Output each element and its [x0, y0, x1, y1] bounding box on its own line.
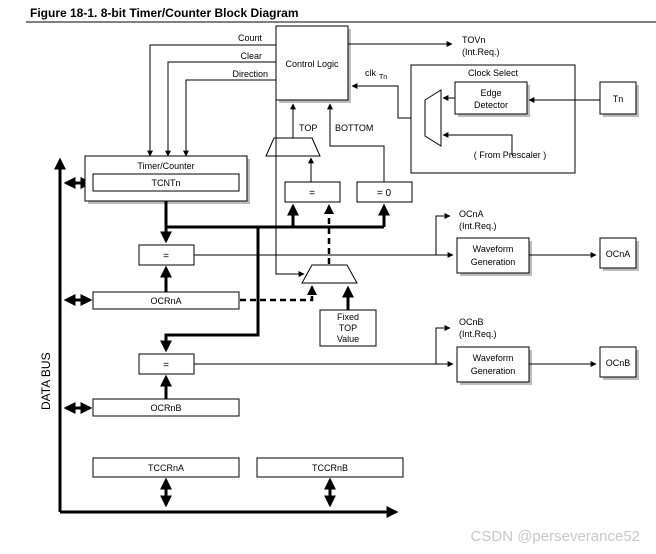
clear-line: [165, 61, 276, 157]
timer-counter-title: Timer/Counter: [137, 161, 194, 171]
control-logic-block: [275, 25, 349, 101]
ocnB-int-label: OCnB: [459, 317, 484, 327]
clk-label: clk: [365, 68, 376, 78]
ocra-register: [92, 291, 240, 310]
tcnt-to-cmp-b: [160, 227, 260, 353]
clear-label: Clear: [240, 51, 262, 61]
fixed-top-line1: Fixed: [337, 312, 359, 322]
data-bus-label: DATA BUS: [39, 352, 53, 410]
top-label: TOP: [299, 123, 317, 133]
edge-detector-line2: Detector: [474, 100, 508, 110]
bottom-to-control-line: [327, 103, 385, 182]
ocnB-int-sub: (Int.Req.): [459, 329, 497, 339]
waveform-a-line2: Generation: [471, 257, 516, 267]
tccra-label: TCCRnA: [148, 463, 184, 473]
direction-label: Direction: [232, 69, 268, 79]
bottom-label: BOTTOM: [335, 123, 373, 133]
control-logic-label: Control Logic: [285, 59, 339, 69]
ocra-to-mux-dashed: [240, 285, 317, 302]
cmp-a-int-line: [435, 213, 451, 255]
watermark-text: CSDN @perseverance52: [471, 528, 640, 545]
tccrb-label: TCCRnB: [312, 463, 348, 473]
waveform-b-line1: Waveform: [473, 353, 514, 363]
waveform-b-block: [456, 346, 530, 383]
mux-select-arrow: [275, 255, 305, 277]
cmp-b-int-line: [435, 325, 451, 364]
ocnB-pin-block: [599, 346, 637, 378]
prescaler-line: [442, 132, 513, 155]
clock-mux: [424, 89, 442, 147]
bottom-comparator: [356, 181, 413, 203]
ocrb-register: [92, 398, 240, 417]
tov-label: TOVn: [462, 35, 485, 45]
waveform-b-line2: Generation: [471, 366, 516, 376]
tcnt-register: [92, 173, 240, 192]
figure-title: Figure 18-1. 8-bit Timer/Counter Block D…: [30, 6, 299, 20]
ocra-label: OCRnA: [150, 296, 181, 306]
fixed-top-line3: Value: [337, 334, 359, 344]
ocnA-int-sub: (Int.Req.): [459, 221, 497, 231]
count-line: [147, 44, 276, 157]
tn-pin-block: [599, 81, 637, 115]
clk-sub: Tn: [379, 74, 387, 81]
prescaler-label: ( From Prescaler ): [474, 150, 547, 160]
clock-select-title: Clock Select: [468, 68, 519, 78]
edge-detector-block: [454, 81, 528, 115]
top-comparator-label: =: [309, 188, 315, 199]
fixed-top-block: [319, 309, 377, 347]
tov-sub: (Int.Req.): [462, 47, 500, 57]
ocnA-int-label: OCnA: [459, 209, 484, 219]
tcnt-bus: [164, 201, 384, 229]
tccrb-register: [256, 457, 404, 478]
fixed-top-line2: TOP: [339, 323, 357, 333]
edge-detector-line1: Edge: [480, 88, 501, 98]
top-comparator: [284, 181, 341, 203]
waveform-a-line1: Waveform: [473, 244, 514, 254]
compare-b-label: =: [163, 360, 169, 371]
bottom-comparator-label: = 0: [377, 188, 392, 199]
tcnt-label: TCNTn: [152, 178, 181, 188]
waveform-a-block: [456, 237, 530, 274]
ocnB-pin-label: OCnB: [606, 358, 631, 368]
ocnA-pin-label: OCnA: [606, 249, 631, 259]
top-mux: [265, 137, 321, 157]
tccra-register: [92, 457, 240, 478]
fixed-top-mux: [301, 264, 358, 284]
compare-a-label: =: [163, 251, 169, 262]
ocrb-label: OCRnB: [150, 403, 181, 413]
tn-label: Tn: [613, 94, 624, 104]
direction-line: [183, 79, 276, 157]
count-label: Count: [238, 33, 263, 43]
ocnA-pin-block: [599, 237, 637, 269]
